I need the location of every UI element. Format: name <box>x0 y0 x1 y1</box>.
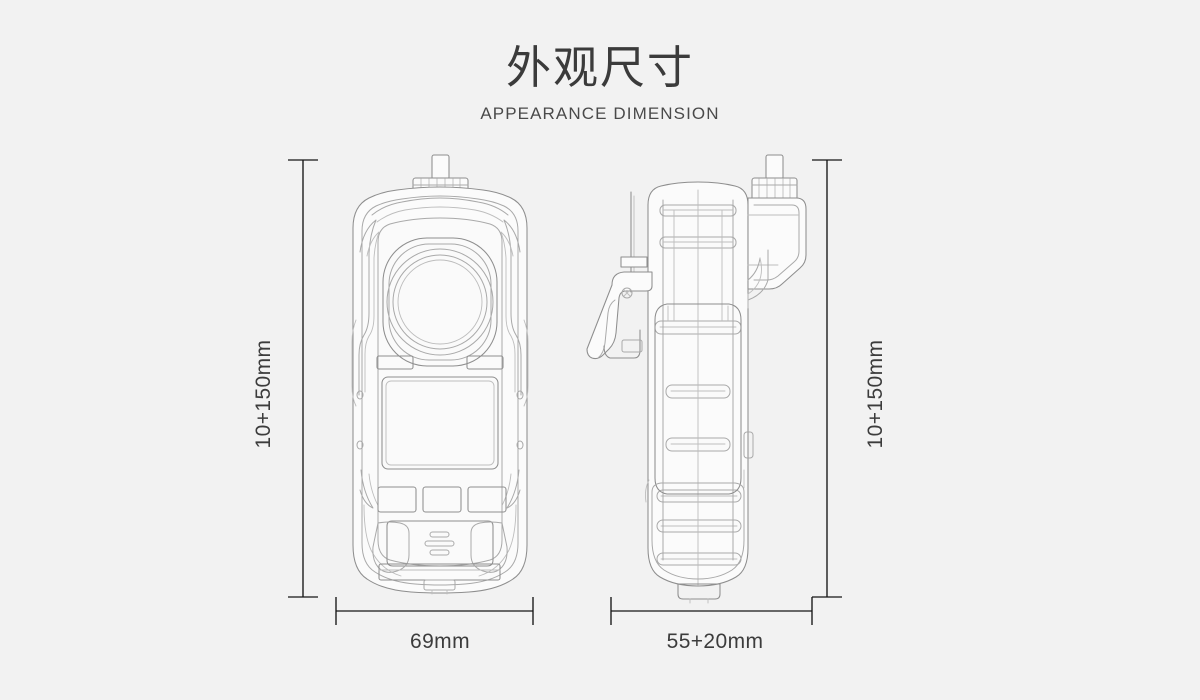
page-title: 外观尺寸 <box>505 41 694 94</box>
screw-boss-left-upper <box>356 390 364 400</box>
dimension-side-width <box>610 597 813 625</box>
sensor-cap <box>747 197 807 290</box>
dimension-front-height <box>288 159 318 598</box>
sensor-window <box>382 237 498 367</box>
screw-boss-right-upper <box>516 390 524 400</box>
dimension-front-width <box>335 597 534 625</box>
screw-boss-left-lower <box>356 440 364 450</box>
page-subtitle: APPEARANCE DIMENSION <box>480 104 720 123</box>
button-center[interactable] <box>422 486 462 513</box>
belt-clip-pivot-screw <box>621 287 633 299</box>
page-title-block: 外观尺寸 APPEARANCE DIMENSION <box>0 40 1200 125</box>
bottom-clip-assembly <box>372 520 508 573</box>
button-left[interactable] <box>377 486 417 513</box>
bumper-hook-right <box>470 521 508 573</box>
dimension-label-side-width: 55+20mm <box>666 630 764 653</box>
bumper-hook-left <box>372 521 410 573</box>
lcd-display <box>381 376 499 470</box>
led-indicator-right <box>466 355 504 370</box>
belt-clip <box>586 256 653 360</box>
front-view <box>351 154 529 595</box>
screw-boss-right-lower <box>516 440 524 450</box>
bottom-cap <box>677 583 721 600</box>
bottom-connector <box>423 579 456 591</box>
dimension-label-front-width: 69mm <box>410 630 470 653</box>
button-right[interactable] <box>467 486 507 513</box>
speaker-grille <box>424 531 455 556</box>
middle-barrel <box>654 303 742 495</box>
dimension-side-height <box>812 159 842 598</box>
front-panel <box>377 217 503 567</box>
side-latch <box>743 431 754 459</box>
side-view <box>586 154 807 604</box>
dimension-label-side-height: 10+150mm <box>864 339 887 449</box>
led-indicator-left <box>376 355 414 370</box>
bumper-grip-right <box>500 219 529 407</box>
bumper-grip-left <box>351 219 380 407</box>
dimension-label-front-height: 10+150mm <box>252 339 275 449</box>
